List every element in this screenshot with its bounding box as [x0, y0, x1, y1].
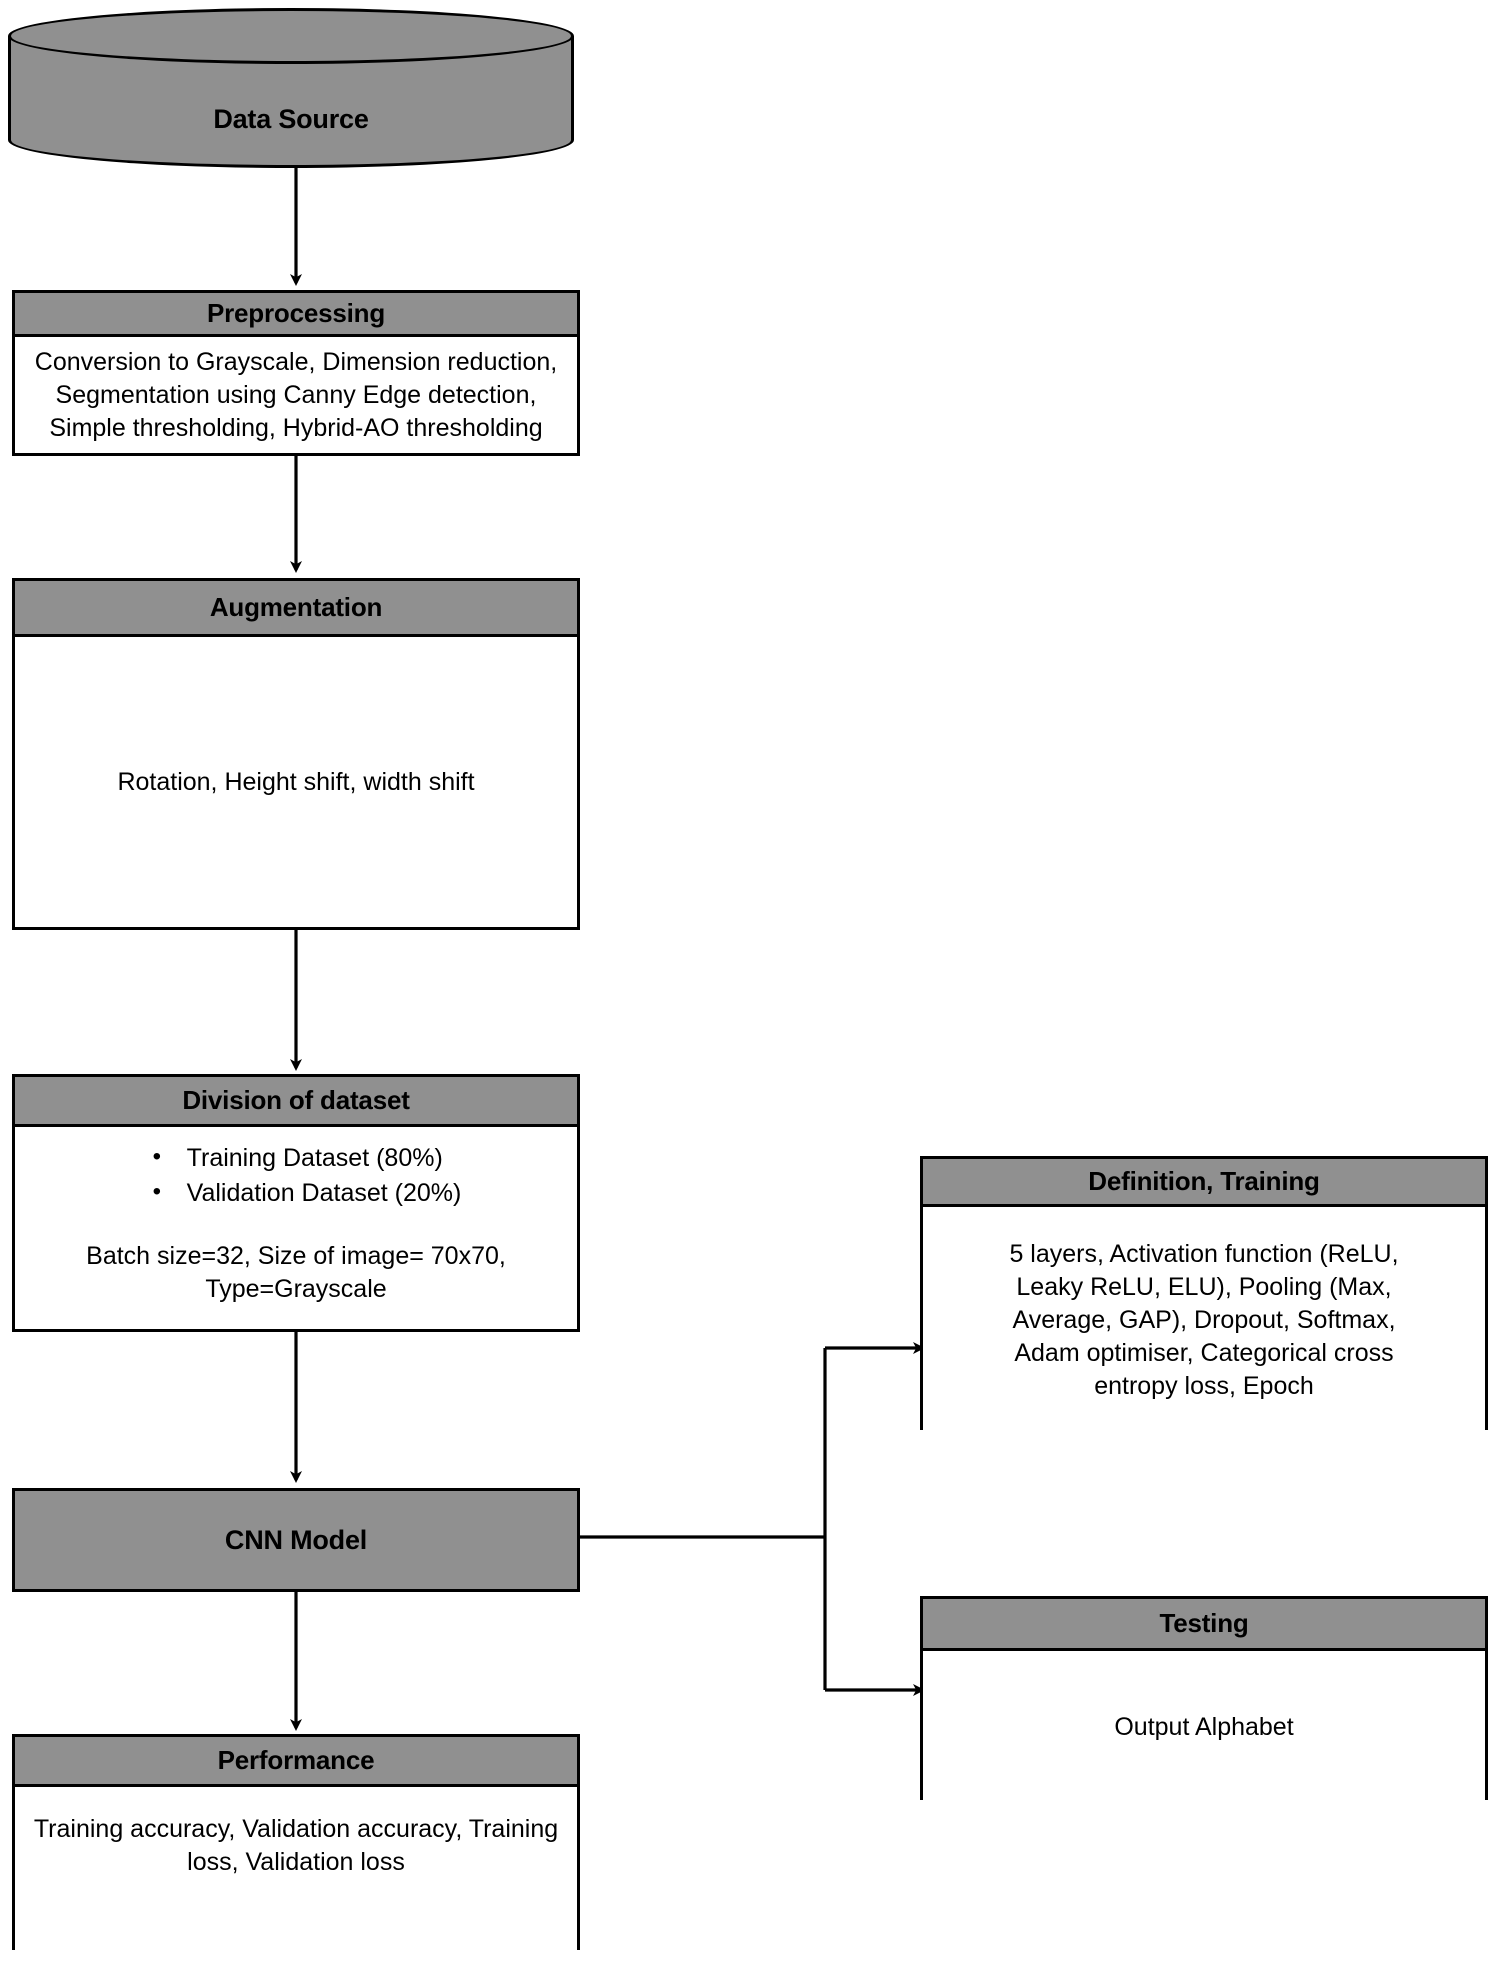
division-bullet-item: Validation Dataset (20%)	[131, 1175, 462, 1211]
definition-training-line-3: Average, GAP), Dropout, Softmax,	[1012, 1305, 1396, 1334]
node-division-of-dataset[interactable]: Division of dataset Training Dataset (80…	[12, 1074, 580, 1332]
performance-body: Training accuracy, Validation accuracy, …	[15, 1787, 577, 1953]
definition-training-line-4: Adam optimiser, Categorical cross	[1014, 1338, 1394, 1367]
definition-training-line-5: entropy loss, Epoch	[1094, 1371, 1314, 1400]
preprocessing-line-3: Simple thresholding, Hybrid-AO threshold…	[49, 413, 543, 442]
node-augmentation[interactable]: Augmentation Rotation, Height shift, wid…	[12, 578, 580, 930]
testing-line-1: Output Alphabet	[1114, 1712, 1294, 1741]
node-testing[interactable]: Testing Output Alphabet	[920, 1596, 1488, 1803]
data-source-label: Data Source	[213, 104, 369, 134]
cylinder-top-ellipse	[8, 8, 574, 64]
division-header: Division of dataset	[15, 1077, 577, 1127]
division-bullet-item: Training Dataset (80%)	[131, 1140, 462, 1176]
augmentation-line-1: Rotation, Height shift, width shift	[117, 767, 475, 796]
augmentation-body: Rotation, Height shift, width shift	[15, 637, 577, 927]
node-preprocessing[interactable]: Preprocessing Conversion to Grayscale, D…	[12, 290, 580, 456]
definition-training-line-1: 5 layers, Activation function (ReLU,	[1009, 1239, 1399, 1268]
node-definition-training[interactable]: Definition, Training 5 layers, Activatio…	[920, 1156, 1488, 1433]
division-body: Training Dataset (80%) Validation Datase…	[15, 1127, 577, 1329]
division-bullet-list: Training Dataset (80%) Validation Datase…	[131, 1140, 462, 1211]
augmentation-header: Augmentation	[15, 581, 577, 637]
preprocessing-line-2: Segmentation using Canny Edge detection,	[55, 380, 537, 409]
cnn-model-label: CNN Model	[224, 1524, 368, 1555]
performance-line-2: loss, Validation loss	[187, 1848, 405, 1876]
performance-header: Performance	[15, 1737, 577, 1787]
node-cnn-model[interactable]: CNN Model	[12, 1488, 580, 1592]
preprocessing-line-1: Conversion to Grayscale, Dimension reduc…	[34, 347, 558, 376]
preprocessing-header: Preprocessing	[15, 293, 577, 337]
division-line-2: Type=Grayscale	[205, 1275, 387, 1303]
performance-line-1: Training accuracy, Validation accuracy, …	[33, 1815, 559, 1843]
definition-training-line-2: Leaky ReLU, ELU), Pooling (Max,	[1016, 1272, 1392, 1301]
definition-training-body: 5 layers, Activation function (ReLU, Lea…	[923, 1207, 1485, 1433]
testing-header: Testing	[923, 1599, 1485, 1651]
testing-body: Output Alphabet	[923, 1651, 1485, 1803]
division-line-1: Batch size=32, Size of image= 70x70,	[86, 1242, 506, 1270]
node-performance[interactable]: Performance Training accuracy, Validatio…	[12, 1734, 580, 1953]
preprocessing-body: Conversion to Grayscale, Dimension reduc…	[15, 337, 577, 453]
definition-training-header: Definition, Training	[923, 1159, 1485, 1207]
node-data-source[interactable]: Data Source	[8, 8, 578, 168]
